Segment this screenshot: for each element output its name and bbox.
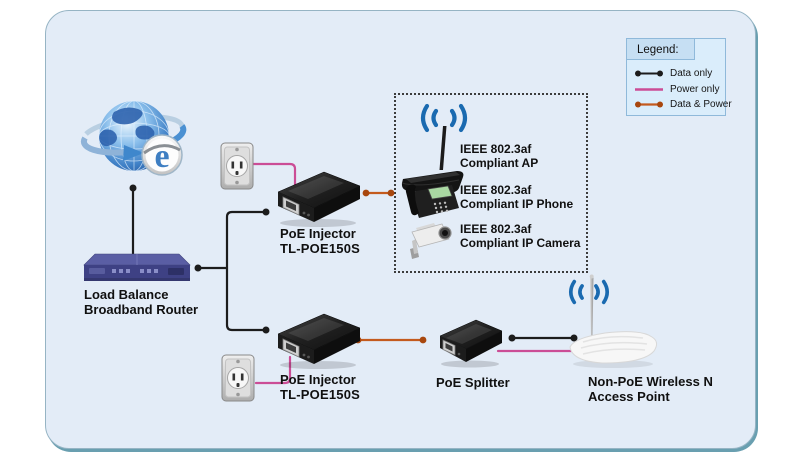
legend-item-data-power: Data & Power [633, 97, 732, 113]
legend: Legend: Data only Power only [626, 38, 732, 116]
phone-screen [427, 185, 453, 200]
injector-bottom-label: PoE Injector TL-POE150S [280, 372, 361, 403]
access-point-label: Non-PoE Wireless N Access Point [588, 374, 713, 405]
poe-injector-bottom-icon [277, 313, 361, 369]
globe-continents [99, 107, 155, 147]
compliant-ap-label: IEEE 802.3af Compliant AP [460, 142, 539, 170]
pd-group-box [394, 93, 588, 273]
power-outlet-bottom-icon [221, 354, 255, 402]
access-point-icon [569, 274, 658, 368]
compliant-ip-camera-label: IEEE 802.3af Compliant IP Camera [460, 222, 581, 250]
poe-splitter-icon [439, 319, 503, 368]
phone-handset [405, 186, 419, 216]
poe-injector-top-icon [277, 171, 361, 227]
wifi-signal-icon [568, 279, 610, 305]
router-label: Load Balance Broadband Router [84, 287, 199, 318]
ip-phone-icon [405, 184, 459, 218]
globe-e-glyph: e [154, 138, 169, 175]
router-icon [83, 253, 191, 281]
legend-item-power-only: Power only [633, 82, 723, 98]
splitter-label: PoE Splitter [436, 375, 510, 390]
legend-item-data-only: Data only [633, 66, 723, 82]
legend-title: Legend: [626, 38, 695, 60]
injector-top-label: PoE Injector TL-POE150S [280, 226, 361, 257]
power-outlet-top-icon [220, 142, 254, 190]
data-power-swatch-icon [635, 101, 663, 108]
internet-globe-icon: e [80, 100, 187, 176]
ip-camera-icon [410, 223, 452, 259]
data-only-swatch-icon [635, 70, 663, 77]
legend-items: Data only Power only Data & Power [633, 66, 732, 113]
wifi-signal-icon [420, 103, 468, 133]
compliant-ip-phone-label: IEEE 802.3af Compliant IP Phone [460, 183, 574, 211]
power-only-swatch-icon [635, 88, 663, 91]
